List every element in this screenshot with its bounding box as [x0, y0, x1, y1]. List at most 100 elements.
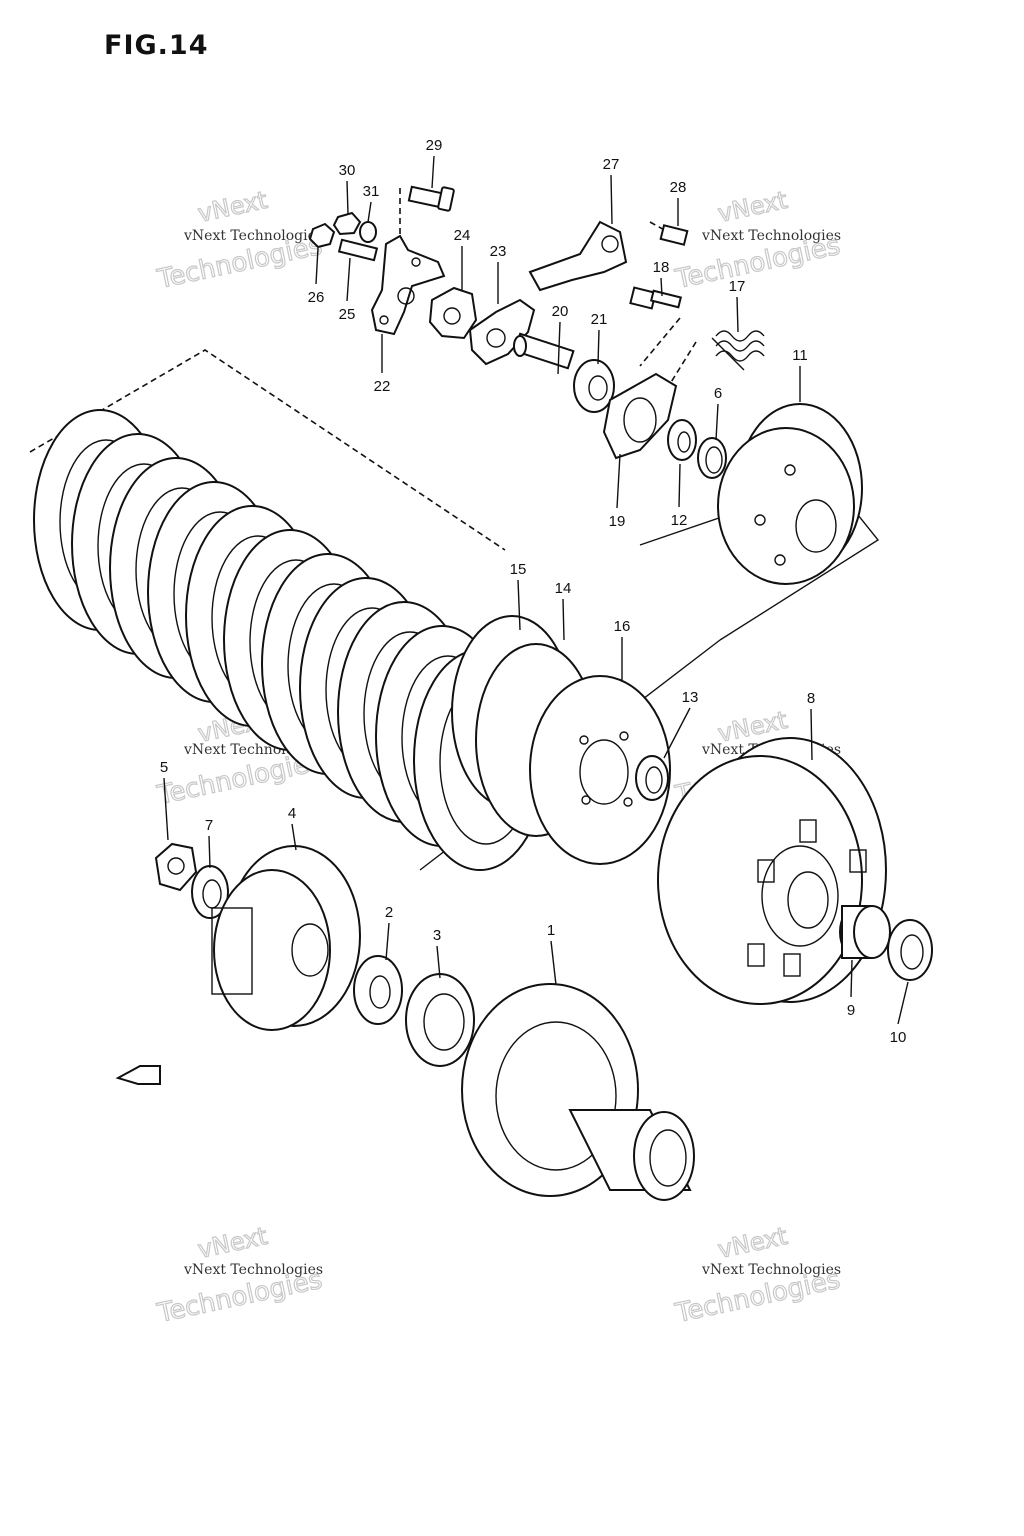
part-20-pushrod — [513, 332, 575, 370]
leader-line — [736, 296, 739, 333]
part-30-nut — [332, 211, 362, 236]
part-label: 21 — [591, 311, 608, 328]
part-label: 9 — [847, 1002, 855, 1019]
part-6-washer — [697, 437, 727, 479]
part-28-screw — [649, 221, 689, 246]
part-31-washer — [359, 221, 377, 243]
part-label: 20 — [552, 303, 569, 320]
part-29-bolt — [399, 185, 455, 250]
part-12-nut — [667, 419, 697, 461]
leader-line — [616, 453, 621, 509]
part-17-spring — [659, 330, 765, 401]
part-label: 3 — [433, 927, 441, 944]
part-label: 18 — [653, 259, 670, 276]
watermark-top-left: vNext vNext Technologies Technologies — [154, 185, 326, 295]
leader-line — [517, 579, 521, 631]
watermark-bottom-right: vNext vNext Technologies Technologies — [672, 1221, 844, 1329]
part-13-washer — [635, 755, 669, 801]
leader-line — [291, 823, 297, 851]
leader-line — [163, 777, 169, 841]
part-label: 19 — [609, 513, 626, 530]
part-5-nut — [154, 842, 198, 892]
svg-text:vNext: vNext — [715, 1222, 789, 1264]
leader-line — [597, 329, 600, 365]
svg-text:vNext Technologies: vNext Technologies — [701, 1262, 841, 1278]
part-22-bracket — [370, 234, 446, 336]
part-label: 13 — [682, 689, 699, 706]
leader-line — [557, 321, 561, 375]
part-11-pressure-plate — [717, 403, 863, 585]
part-9-spacer — [839, 905, 891, 959]
part-3-one-way-clutch — [405, 973, 475, 1067]
leader-line — [678, 463, 681, 508]
part-label: 14 — [555, 580, 572, 597]
svg-text:vNext: vNext — [195, 1222, 269, 1264]
part-label: 31 — [363, 183, 380, 200]
part-4-shoe-assembly — [211, 845, 361, 1031]
svg-text:vNext Technologies: vNext Technologies — [183, 228, 323, 244]
part-label: 10 — [890, 1029, 907, 1046]
part-26-nut — [308, 222, 336, 249]
svg-text:vNext: vNext — [715, 186, 789, 228]
part-1-primary-drum — [461, 983, 695, 1201]
part-label: 15 — [510, 561, 527, 578]
watermark-bottom-left: vNext vNext Technologies Technologies — [154, 1221, 326, 1329]
part-2-ring — [353, 955, 403, 1025]
clutch-plate-stack — [33, 409, 597, 871]
front-arrow-icon — [115, 1065, 161, 1085]
part-16-plate — [529, 675, 671, 865]
part-label: 22 — [374, 378, 391, 395]
leader-line — [610, 174, 613, 225]
part-label: 16 — [614, 618, 631, 635]
svg-text:vNext Technologies: vNext Technologies — [183, 1262, 323, 1278]
part-label: 26 — [308, 289, 325, 306]
part-label: 6 — [714, 385, 722, 402]
leader-line — [550, 940, 557, 986]
part-21-bearing — [573, 359, 615, 413]
part-label: 30 — [339, 162, 356, 179]
part-23-cam-plate — [468, 298, 536, 366]
part-label: 25 — [339, 306, 356, 323]
part-label: 12 — [671, 512, 688, 529]
leader-line — [436, 945, 441, 979]
svg-text:vNext: vNext — [195, 186, 269, 228]
part-27-release-arm — [528, 220, 628, 292]
part-label: 7 — [205, 817, 213, 834]
leader-line — [715, 403, 719, 441]
leader-line — [385, 922, 390, 961]
part-label: 5 — [160, 759, 168, 776]
leader-line — [562, 598, 565, 641]
part-label: 11 — [792, 347, 808, 364]
leader-line — [431, 155, 435, 189]
leader-line — [315, 247, 319, 285]
part-label: 28 — [670, 179, 687, 196]
leader-line — [346, 180, 349, 215]
part-19-release-plate — [602, 372, 678, 460]
part-label: 2 — [385, 904, 393, 921]
leader-line — [897, 981, 909, 1025]
part-label: 24 — [454, 227, 471, 244]
part-10-washer — [887, 919, 933, 981]
part-18-bolt — [629, 286, 683, 367]
part-label: 8 — [807, 690, 815, 707]
part-label: 4 — [288, 805, 296, 822]
watermark-top-right: vNext vNext Technologies Technologies — [672, 185, 844, 295]
leader-line — [850, 959, 853, 998]
part-8-clutch-housing — [657, 737, 887, 1005]
svg-text:vNext Technologies: vNext Technologies — [701, 228, 841, 244]
part-label: 29 — [426, 137, 443, 154]
leader-line — [208, 835, 211, 869]
leader-line — [663, 707, 691, 759]
leader-line — [367, 201, 372, 223]
part-label: 17 — [729, 278, 746, 295]
part-label: 1 — [547, 922, 555, 939]
leader-line — [346, 257, 351, 302]
leader-line — [810, 708, 813, 761]
figure-title: FIG.14 — [104, 30, 209, 61]
part-25-stud — [337, 238, 379, 262]
part-label: 23 — [490, 243, 507, 260]
part-label: 27 — [603, 156, 620, 173]
leader-line — [660, 277, 663, 297]
